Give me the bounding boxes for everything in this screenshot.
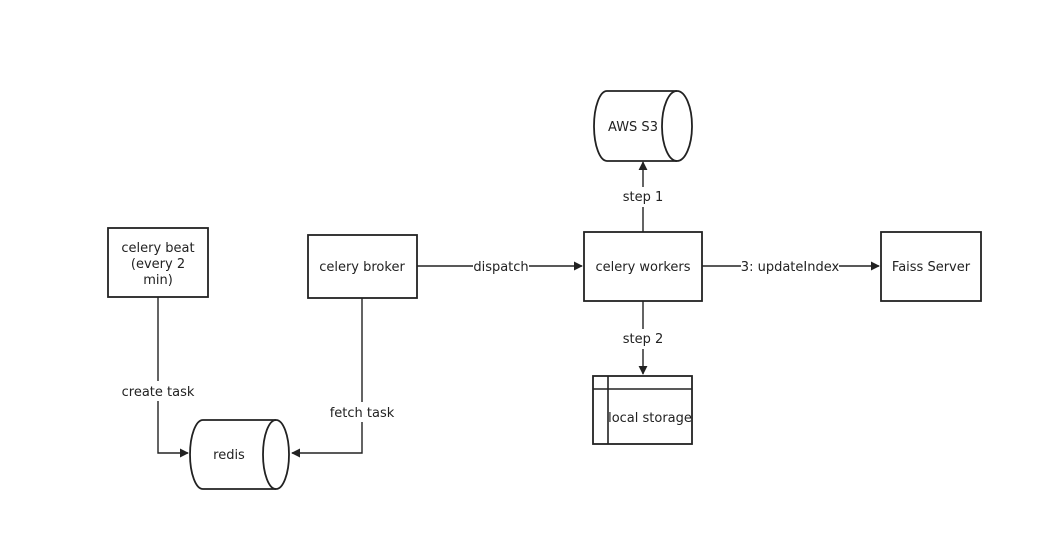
node-celery-broker-label: celery broker: [319, 260, 405, 275]
edge-label-dispatch: dispatch: [473, 260, 528, 275]
node-celery-workers-label: celery workers: [595, 260, 690, 275]
node-celery-broker: celery broker: [307, 234, 418, 299]
node-celery-beat-line2: (every 2: [131, 257, 185, 272]
edge-fetch-task: [291, 298, 363, 458]
node-celery-beat: celery beat (every 2 min): [107, 227, 209, 298]
node-aws-s3-label: AWS S3: [608, 120, 658, 135]
node-celery-beat-line1: celery beat: [121, 241, 194, 256]
node-celery-workers: celery workers: [583, 231, 703, 302]
edge-label-update-index: 3: updateIndex: [741, 260, 840, 275]
node-faiss-server: Faiss Server: [880, 231, 982, 302]
node-redis: redis: [189, 419, 290, 490]
node-faiss-server-label: Faiss Server: [892, 260, 971, 275]
node-celery-beat-line3: min): [143, 273, 173, 288]
node-local-storage: local storage: [592, 375, 693, 445]
edge-create-task: [157, 297, 189, 458]
node-local-storage-label: local storage: [608, 411, 692, 426]
edge-label-step1: step 1: [623, 190, 664, 205]
edge-label-step2: step 2: [623, 332, 664, 347]
edge-label-create-task: create task: [122, 385, 195, 400]
node-aws-s3: AWS S3: [593, 90, 693, 162]
node-redis-label: redis: [213, 448, 245, 463]
edge-label-fetch-task: fetch task: [330, 406, 395, 421]
